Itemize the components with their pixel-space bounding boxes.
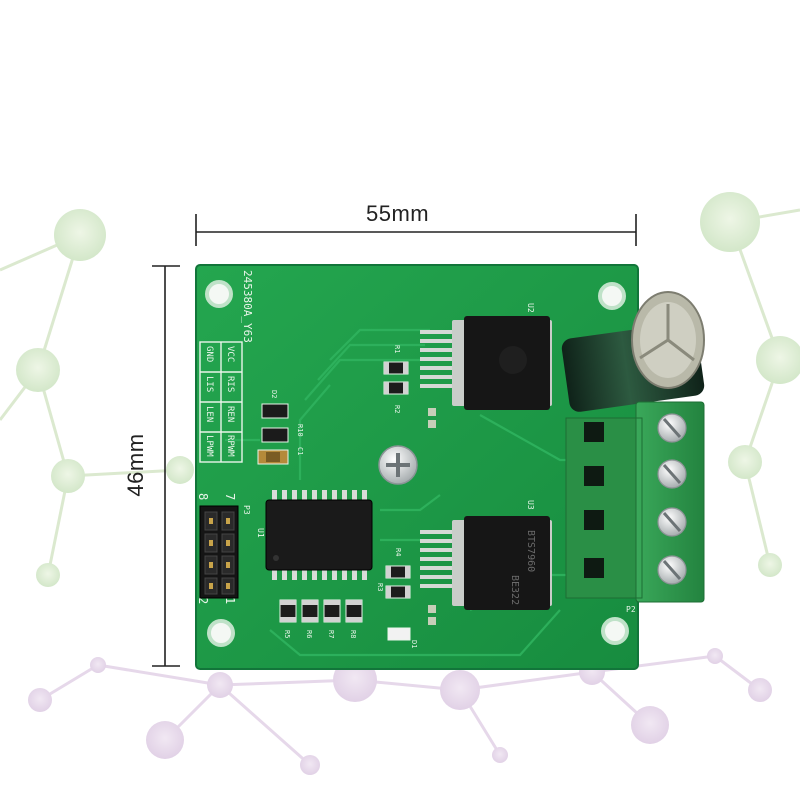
logic-chip-u1 [265,490,373,580]
header-number-7: 7 [223,493,237,500]
ref-d2: D2 [270,390,278,398]
pin-label-gnd: GND [204,346,214,362]
ref-r3: R3 [376,583,384,591]
driver-chip-u3 [420,516,552,610]
pin-label-table [199,341,243,463]
ref-c1: C1 [296,447,304,455]
header-number-2: 2 [196,597,210,604]
ref-r7: R7 [327,630,335,638]
ref-r1: R1 [393,345,401,353]
header-number-8: 8 [196,493,210,500]
pin-label-lpwm: LPWM [204,435,214,457]
board-part-number: 245380A_Y63 [241,270,254,343]
ref-r4: R4 [394,548,402,556]
pin-label-rpwm: RPWM [225,435,235,457]
screw-terminal-block [565,401,705,603]
ref-d1: D1 [410,640,418,648]
ref-r8: R8 [349,630,357,638]
terminal-label: P2 [626,605,636,614]
header-label: P3 [242,505,251,515]
ref-r2: R2 [393,405,401,413]
ref-r10: R10 [296,424,304,437]
width-dimension-line [195,214,637,246]
header-number-1: 1 [223,597,237,604]
height-dimension-label: 46mm [123,433,148,497]
ref-u1: U1 [256,528,265,538]
width-dimension-label: 55mm [366,201,430,226]
pin-label-len: LEN [204,406,214,422]
height-dimension-line [152,265,180,667]
center-screw [378,445,418,485]
ref-r6: R6 [305,630,313,638]
electrolytic-capacitor [561,291,705,412]
status-leds [257,403,411,641]
pin-label-ris: RIS [225,376,235,392]
ref-u2: U2 [526,303,535,313]
pin-label-ren: REN [225,406,235,422]
pin-header [199,505,239,599]
ref-u3: U3 [526,500,535,510]
pin-label-lis: LIS [204,376,214,392]
chip-marking-u3: BTS7960 [525,530,536,572]
pin-label-vcc: VCC [225,346,235,362]
mounting-hole [205,280,629,647]
chip-marking-u3-lot: BE322 [509,575,520,605]
driver-chip-u2 [420,316,552,410]
smd-resistors [279,361,436,625]
ref-r5: R5 [283,630,291,638]
